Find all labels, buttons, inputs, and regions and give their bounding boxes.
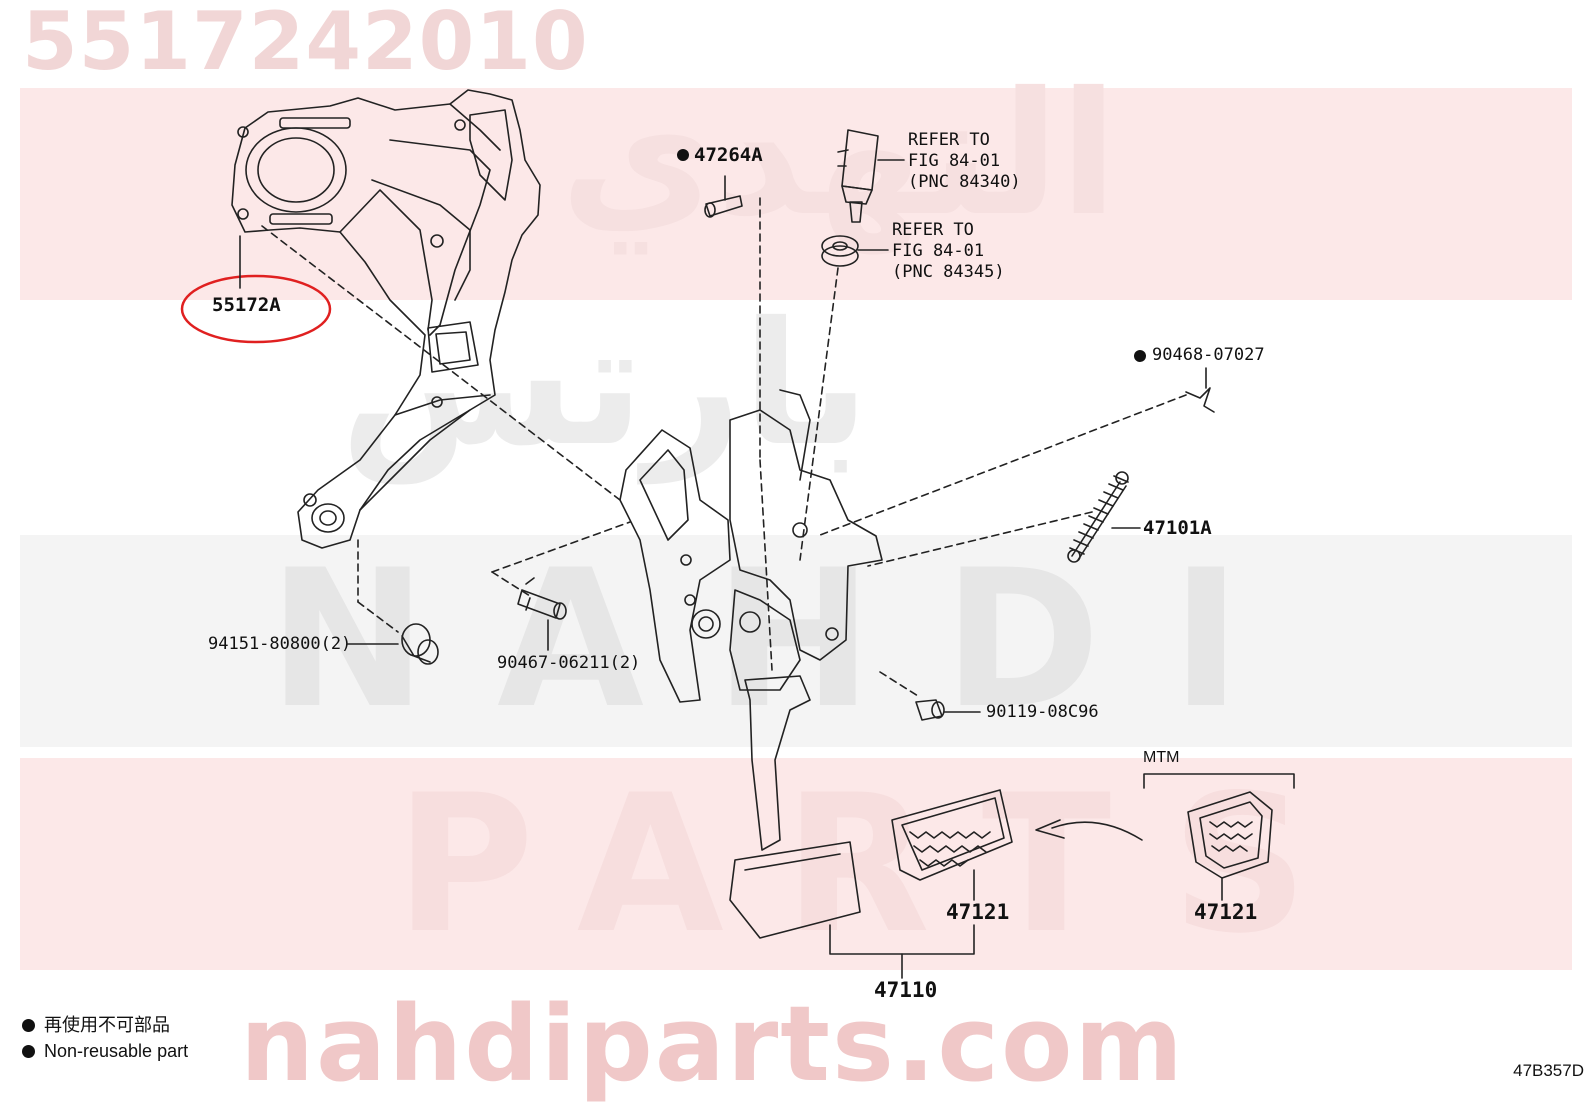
stop-lamp-switch — [837, 129, 905, 223]
callout-55172a: 55172A — [212, 294, 281, 316]
latin-brand-bottom-watermark: PARTS — [395, 754, 1369, 975]
bolt-90119 — [915, 699, 981, 721]
legend-non-reusable-en: Non-reusable part — [22, 1042, 188, 1060]
watermark-band-bottom — [20, 758, 1572, 970]
non-reusable-dot-47264a — [677, 149, 689, 161]
callout-90468: 90468-07027 — [1152, 345, 1265, 365]
part-number-watermark: 5517242010 — [22, 0, 589, 88]
pedal-pad-left — [891, 789, 1013, 901]
bolt-47264a — [704, 175, 743, 218]
callout-90467: 90467-06211(2) — [497, 653, 641, 673]
legend-dot-icon — [22, 1045, 35, 1058]
pedal-assembly-bracket-47110 — [829, 924, 975, 979]
mtm-label: MTM — [1143, 749, 1180, 766]
callout-90119: 90119-08C96 — [986, 702, 1099, 722]
assembly-guide-lines — [261, 197, 1187, 697]
refer-note-cushion-line1: REFER TO — [892, 220, 974, 240]
refer-note-switch-line2: FIG 84-01 — [908, 151, 1001, 171]
callout-94151: 94151-80800(2) — [208, 634, 352, 654]
callout-47121-right: 47121 — [1194, 900, 1258, 924]
clip-90468 — [1185, 367, 1215, 413]
legend-dot-icon — [22, 1019, 35, 1032]
callout-47101a: 47101A — [1143, 517, 1212, 539]
refer-note-cushion-line3: (PNC 84345) — [892, 262, 1005, 282]
pin-90467 — [517, 577, 567, 651]
mtm-bracket — [1143, 773, 1295, 789]
arabic-brand-top-watermark: النهدي — [560, 56, 1118, 254]
pedal-support-assembly — [619, 389, 883, 939]
refer-note-switch-line1: REFER TO — [908, 130, 990, 150]
callout-47121-left: 47121 — [946, 900, 1010, 924]
refer-note-switch-line3: (PNC 84340) — [908, 172, 1021, 192]
pedal-pad-right — [1187, 791, 1273, 901]
bushing-94151 — [347, 623, 439, 665]
direction-arrow — [1035, 819, 1143, 841]
watermark-band-top — [20, 88, 1572, 300]
return-spring-47101a — [1067, 471, 1141, 563]
callout-47264a: 47264A — [694, 144, 763, 166]
non-reusable-dot-90468 — [1134, 350, 1146, 362]
pedal-bracket-55172a — [231, 89, 541, 549]
legend-non-reusable-jp: 再使用不可部品 — [22, 1016, 170, 1034]
highlight-oval — [180, 274, 332, 344]
website-watermark: nahdiparts.com — [240, 983, 1185, 1105]
cushion-clip — [821, 235, 889, 267]
refer-note-cushion-line2: FIG 84-01 — [892, 241, 985, 261]
figure-code: 47B357D — [1513, 1061, 1584, 1080]
callout-47110: 47110 — [874, 978, 938, 1002]
